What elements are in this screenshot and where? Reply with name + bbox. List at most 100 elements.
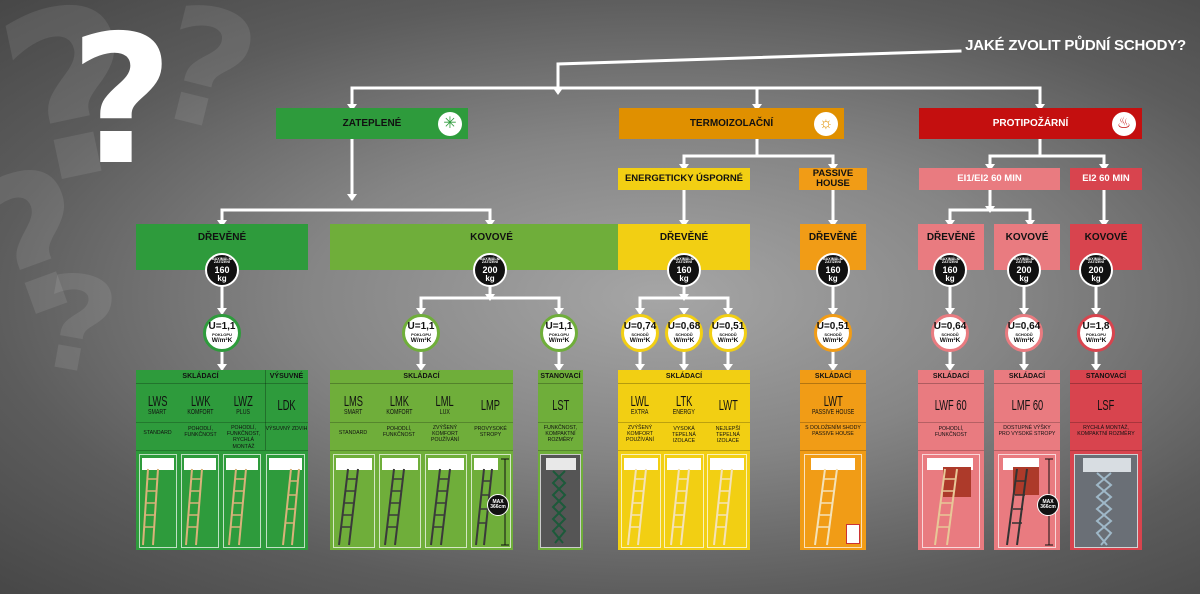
u-unit: W/m²K	[629, 336, 651, 344]
u-sub: SCHODŮ	[1015, 331, 1033, 337]
u-sub: POKLOPU	[1086, 331, 1106, 337]
load-value: 200	[1016, 264, 1032, 275]
category-label: PROTIPOŽÁRNÍ	[992, 118, 1069, 129]
u-value: U=1,1	[208, 320, 236, 332]
subcategory-ei1-ei2-60[interactable]: EI1/EI2 60 MIN	[919, 168, 1060, 190]
material-label: KOVOVÉ	[1005, 232, 1049, 243]
ladder-photo-lwl	[621, 454, 661, 548]
page-title: JAKÉ ZVOLIT PŮDNÍ SCHODY?	[965, 37, 1186, 54]
type-label-skladaci: SKLÁDACÍ	[136, 370, 265, 384]
product-panel-lwf60: SKLÁDACÍ LWF 60 POHODLÍ, FUNKČNOST	[918, 370, 984, 550]
u-sub: POKLOPU	[411, 331, 431, 337]
material-label: KOVOVÉ	[1084, 232, 1128, 243]
model-lmp[interactable]: LMP	[468, 398, 513, 413]
material-drevene-orange[interactable]: DŘEVĚNÉ	[800, 224, 866, 270]
load-value: 160	[214, 264, 230, 275]
model-name: LST	[551, 397, 570, 414]
model-lst[interactable]: LST	[538, 398, 583, 413]
load-value: 160	[676, 264, 692, 275]
model-name: LSF	[1097, 397, 1115, 414]
load-unit: kg	[217, 273, 227, 283]
subcategory-energeticky-usporne[interactable]: ENERGETICKY ÚSPORNÉ	[618, 168, 750, 190]
category-zateplene[interactable]: ZATEPLENÉ ✳	[276, 108, 468, 139]
model-description: ZVÝŠENÝ KOMFORT POUŽÍVÁNÍ	[431, 425, 459, 444]
max-value: 366cm	[490, 504, 506, 510]
load-value: 160	[942, 264, 958, 275]
load-label: MAXIMÁLNÍ ZATÍŽENÍ	[211, 256, 233, 264]
ladder-photo-lmk	[379, 454, 421, 548]
model-name: LWZ	[234, 393, 253, 410]
type-label-skladaci: SKLÁDACÍ	[330, 370, 513, 384]
divider	[918, 450, 984, 451]
product-panel-lsf: STANOVACÍ LSF RYCHLÁ MONTÁŽ, KOMPAKTNÍ R…	[1070, 370, 1142, 550]
divider	[994, 450, 1060, 451]
snowflake-icon: ✳	[438, 111, 462, 136]
subcategory-passive-house[interactable]: PASSIVE HOUSE	[799, 168, 867, 190]
u-value: U=0,74	[623, 320, 657, 332]
subcategory-ei2-60[interactable]: EI2 60 MIN	[1070, 168, 1142, 190]
material-label: DŘEVĚNÉ	[926, 232, 976, 243]
model-variant: SMART	[148, 409, 167, 416]
model-lmf60[interactable]: LMF 60	[994, 398, 1060, 413]
model-lwf60[interactable]: LWF 60	[918, 398, 984, 413]
model-description: ZVÝŠENÝ KOMFORT POUŽÍVÁNÍ	[626, 425, 654, 444]
load-label: MAXIMÁLNÍ ZATÍŽENÍ	[822, 256, 844, 264]
load-unit: kg	[828, 273, 838, 283]
model-name: LWT	[823, 393, 843, 410]
divider	[994, 422, 1060, 423]
u-unit: W/m²K	[1013, 336, 1035, 344]
type-label-skladaci: SKLÁDACÍ	[918, 370, 984, 384]
model-ldk[interactable]: LDK	[265, 398, 308, 413]
sun-icon: ☼	[814, 111, 838, 136]
divider	[618, 450, 750, 451]
ladder-photo-ltk	[664, 454, 704, 548]
material-label: DŘEVĚNÉ	[659, 232, 709, 243]
category-termoizolacni[interactable]: TERMOIZOLAČNÍ ☼	[619, 108, 844, 139]
divider	[618, 422, 750, 423]
model-lsf[interactable]: LSF	[1070, 398, 1142, 413]
category-protipozarni[interactable]: PROTIPOŽÁRNÍ ♨	[919, 108, 1142, 139]
load-label: MAXIMÁLNÍ ZATÍŽENÍ	[939, 256, 961, 264]
divider	[265, 370, 266, 450]
max-label: MAX	[1042, 498, 1054, 505]
load-unit: kg	[679, 273, 689, 283]
model-description: POHODLÍ, FUNKČNOST	[184, 426, 217, 439]
model-name: LWL	[630, 393, 650, 410]
model-name: LML	[435, 393, 455, 410]
u-unit: W/m²K	[548, 336, 570, 344]
ladder-photo-ldk	[266, 454, 305, 548]
model-lwt[interactable]: LWT	[706, 398, 750, 413]
model-name: LWT	[718, 397, 738, 414]
ladder-photo-lwz	[223, 454, 261, 548]
ladder-photo-lws	[139, 454, 177, 548]
ladder-photo-lmf60	[998, 454, 1056, 548]
divider	[800, 422, 866, 423]
divider	[330, 422, 513, 423]
model-description: POHODLÍ, FUNKČNOST	[934, 426, 968, 439]
ladder-photo-lms	[333, 454, 375, 548]
ladder-photo-lmp	[471, 454, 511, 548]
model-name: LWK	[190, 393, 211, 410]
fire-icon: ♨	[1112, 111, 1136, 136]
passive-house-certificate-icon	[846, 524, 860, 544]
load-label: MAXIMÁLNÍ ZATÍŽENÍ	[1013, 256, 1035, 264]
model-variant: PLUS	[236, 409, 251, 416]
ladder-photo-lwf60	[922, 454, 980, 548]
